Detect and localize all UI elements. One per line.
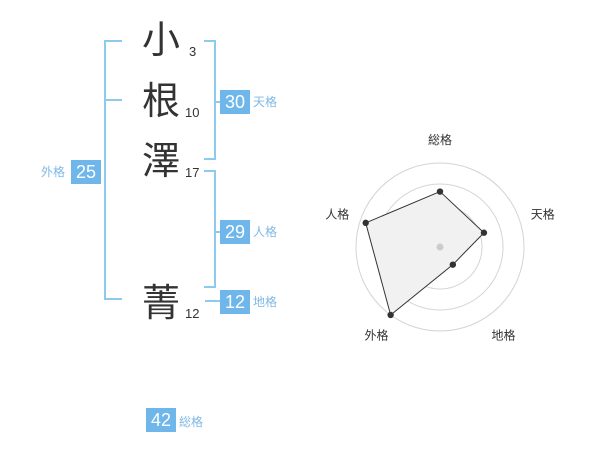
radar-point-1 [436, 188, 444, 195]
radar-polygon [365, 190, 485, 316]
jinkaku-label: 人格 [253, 225, 278, 239]
stroke-count-1: 3 [189, 44, 197, 59]
tenkaku-label: 天格 [253, 95, 278, 109]
gaikaku-bracket-bottom [104, 298, 122, 300]
radar-point-5 [362, 219, 369, 227]
gaikaku-label: 外格 [41, 165, 66, 179]
name-char-1: 小 [141, 18, 180, 62]
radar-ring-4 [355, 162, 525, 332]
tenkaku-connector [214, 101, 222, 103]
radar-axis-label-1: 総格 [428, 132, 452, 147]
radar-axis-label-4: 外格 [365, 327, 389, 342]
chikaku-connector [205, 300, 222, 302]
jinkaku-bracket [214, 170, 216, 288]
tenkaku-bracket-top [204, 40, 216, 42]
name-char-2: 根 [141, 79, 180, 123]
name-char-3: 澤 [141, 139, 180, 183]
stroke-count-2: 10 [185, 105, 200, 120]
soukaku-score: 42 [146, 408, 176, 432]
jinkaku-score: 29 [220, 220, 250, 244]
jinkaku-connector [214, 231, 222, 233]
tenkaku-score: 30 [220, 90, 250, 114]
stroke-count-4: 12 [185, 306, 200, 321]
gaikaku-score: 25 [71, 160, 101, 184]
gaikaku-bracket-mid [104, 99, 122, 101]
soukaku-label: 総格 [179, 415, 204, 429]
radar-axis-label-3: 地格 [491, 327, 515, 342]
jinkaku-bracket-bottom [204, 286, 216, 288]
name-char-4: 菁 [141, 281, 180, 325]
jinkaku-bracket-top [204, 170, 216, 172]
radar-point-2 [480, 229, 488, 236]
tenkaku-bracket [214, 40, 216, 160]
radar-axis-label-5: 人格 [325, 207, 349, 222]
chikaku-score: 12 [220, 290, 250, 314]
radar-points [362, 188, 488, 319]
tenkaku-bracket-bottom [204, 158, 216, 160]
radar-point-3 [449, 261, 457, 268]
gaikaku-bracket-top [104, 40, 122, 42]
chikaku-label: 地格 [253, 295, 278, 309]
stroke-count-3: 17 [185, 165, 200, 180]
gaikaku-bracket [104, 40, 106, 300]
radar-center-dot [436, 243, 444, 251]
radar-point-4 [387, 311, 394, 319]
radar-axis-label-2: 天格 [531, 207, 555, 222]
